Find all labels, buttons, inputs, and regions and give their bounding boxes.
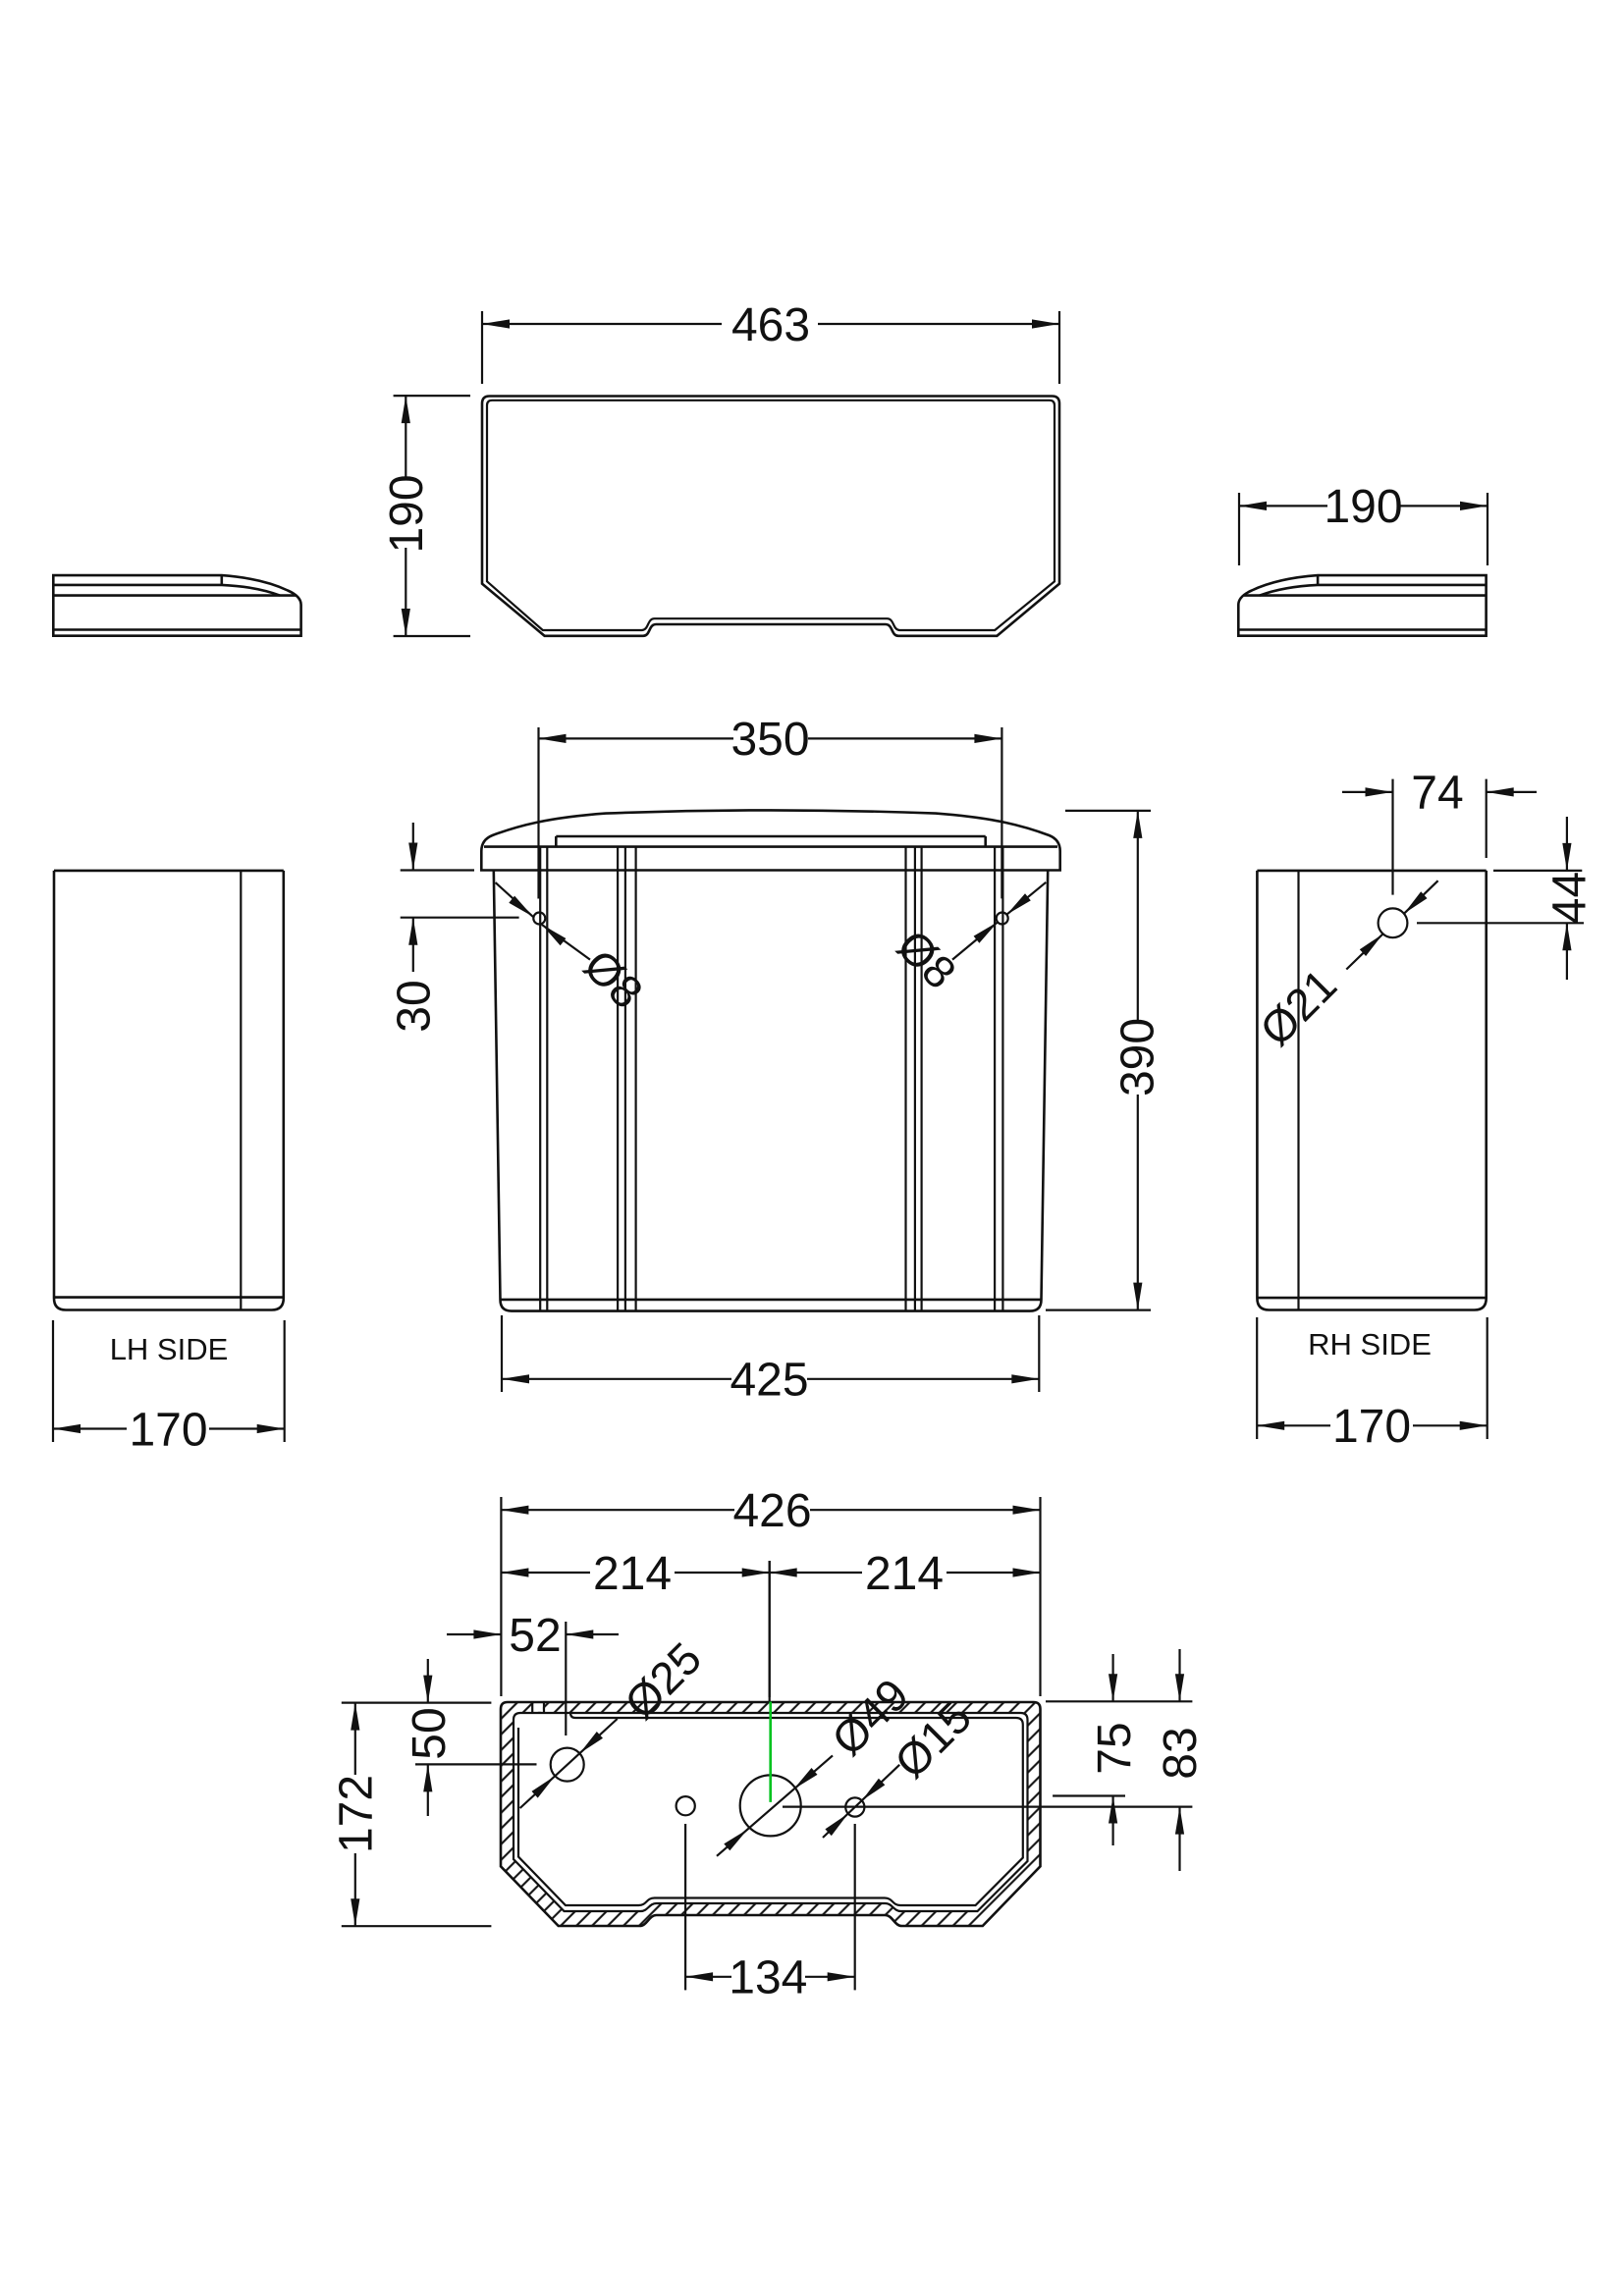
svg-text:426: 426 [732,1485,811,1537]
svg-text:134: 134 [729,1952,807,2004]
svg-text:52: 52 [509,1610,561,1662]
svg-text:214: 214 [865,1548,944,1600]
svg-text:74: 74 [1411,768,1463,820]
svg-text:190: 190 [381,474,433,553]
svg-text:83: 83 [1155,1727,1207,1779]
svg-text:RH SIDE: RH SIDE [1308,1327,1432,1362]
svg-text:30: 30 [388,980,440,1032]
svg-text:LH SIDE: LH SIDE [110,1332,229,1366]
svg-text:170: 170 [1332,1401,1411,1453]
svg-text:75: 75 [1089,1722,1141,1774]
svg-text:390: 390 [1111,1018,1163,1096]
svg-text:214: 214 [593,1548,672,1600]
svg-text:350: 350 [730,714,809,766]
svg-text:190: 190 [1324,481,1402,533]
svg-text:50: 50 [404,1707,456,1759]
svg-text:170: 170 [129,1404,207,1456]
svg-text:425: 425 [730,1355,808,1407]
svg-text:172: 172 [331,1775,383,1853]
svg-text:44: 44 [1543,872,1596,924]
svg-text:463: 463 [731,299,810,351]
